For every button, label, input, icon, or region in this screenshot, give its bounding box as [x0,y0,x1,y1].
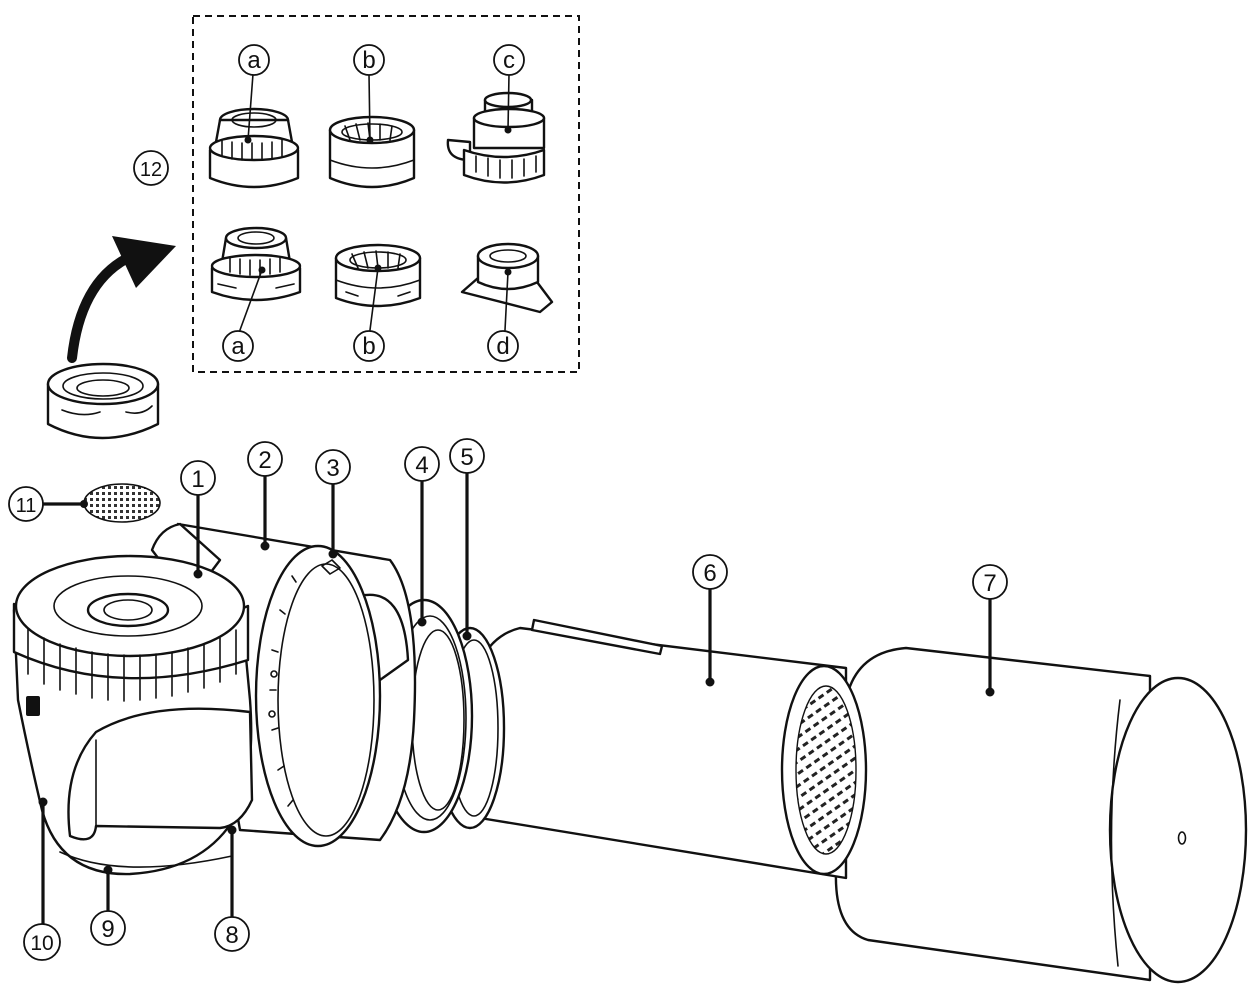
callout-11: 11 [8,486,44,522]
accessory-label-top-a: a [238,44,270,76]
callout-3: 3 [315,449,351,485]
svg-text:1: 1 [191,466,204,493]
nozzle-head [12,554,254,876]
svg-text:11: 11 [16,495,37,517]
accessory-box: a b c a b d [192,15,580,373]
curved-arrow [67,236,176,363]
accessory-label-bottom-a: a [222,330,254,362]
callout-10: 10 [23,923,61,961]
leader-lines [38,472,995,926]
accessory-label-top-b: b [353,44,385,76]
accessory-b-bottom [334,243,422,331]
loose-adapter-ring [46,362,160,440]
svg-text:9: 9 [101,916,114,943]
filter-cylinder [834,646,1248,984]
callout-1: 1 [180,460,216,496]
callout-4: 4 [404,446,440,482]
svg-text:8: 8 [225,922,238,949]
svg-text:b: b [362,47,375,74]
svg-text:a: a [247,47,261,74]
accessory-label-bottom-d: d [487,330,519,362]
accessory-label-top-c: c [493,44,525,76]
svg-text:10: 10 [30,932,53,955]
svg-text:12: 12 [140,159,162,181]
accessory-a-bottom [210,226,302,331]
callout-6: 6 [692,554,728,590]
suction-dial [254,544,382,848]
callout-12: 12 [133,150,169,186]
callout-5: 5 [449,438,485,474]
callout-8: 8 [214,916,250,952]
accessory-label-bottom-b: b [353,330,385,362]
svg-text:a: a [231,333,245,360]
mesh-filter [38,483,161,523]
svg-text:3: 3 [326,455,339,482]
svg-text:d: d [496,333,509,360]
accessory-d-bottom [460,242,554,331]
svg-text:4: 4 [415,452,428,479]
accessory-b-top [328,73,416,189]
svg-text:5: 5 [460,444,473,471]
svg-text:b: b [362,333,375,360]
dust-chamber [464,618,868,880]
svg-text:7: 7 [983,570,996,597]
svg-text:2: 2 [258,447,271,474]
accessory-c-top [446,73,546,184]
callout-2: 2 [247,441,283,477]
svg-text:6: 6 [703,560,716,587]
callout-7: 7 [972,564,1008,600]
accessory-a-top [208,73,300,189]
svg-text:c: c [503,47,515,74]
callout-9: 9 [90,910,126,946]
